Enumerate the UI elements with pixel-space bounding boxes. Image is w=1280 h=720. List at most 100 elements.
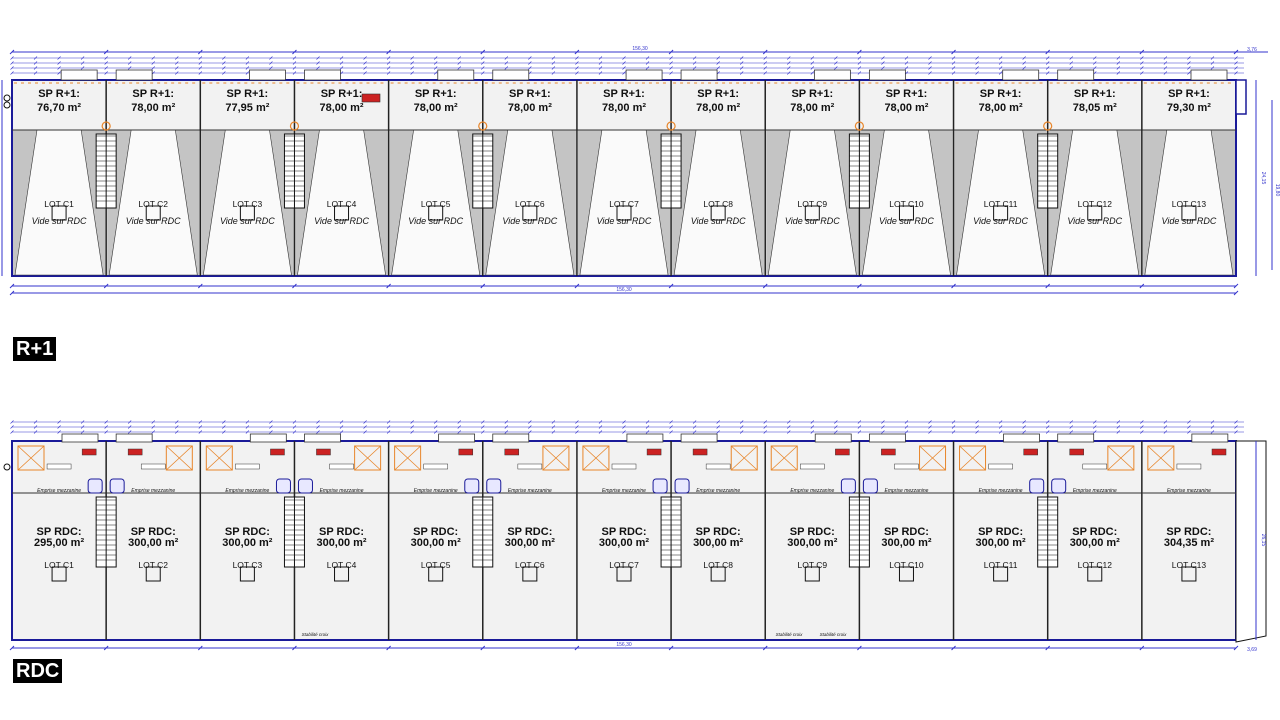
dimension-tick [104,56,108,60]
dimension-tick [1045,430,1050,434]
dimension-tick [386,425,391,429]
electric-panel [1023,448,1038,456]
column-marker [804,205,820,221]
dimension-tick [1045,56,1050,60]
dimension-tick [787,56,791,60]
dimension-tick [1045,425,1050,429]
sp-label: SP RDC: [884,526,929,538]
dimension-tick [481,61,485,65]
sink-unit [1176,463,1202,470]
dimension-tick [692,66,697,70]
dimension-tick [151,56,155,60]
dimension-tick [598,420,603,424]
dimension-tick [57,71,61,75]
dimension-tick [928,425,932,429]
dimension-tick [481,425,485,429]
void-label: Vide sur RDC [1067,216,1122,226]
dimension-tick [151,420,155,424]
dimension-tick [998,71,1003,75]
dimension-tick [998,61,1003,65]
sink-unit [894,463,919,470]
void-label: Vide sur RDC [126,216,181,226]
dimension-tick [457,61,461,65]
area-label: 300,00 m² [693,537,743,549]
loading-bay-marker [205,445,233,471]
mezzanine-label: Emprise mezzanine [508,488,552,494]
sp-label: SP R+1: [38,88,80,100]
dimension-tick [857,56,862,60]
lot-label: LOT C4 [327,560,357,570]
area-label: 76,70 m² [37,102,81,114]
dimension-tick [1069,66,1073,70]
dimension-tick [1163,430,1168,434]
dimension-tick [645,56,650,60]
mezzanine-label: Emprise mezzanine [1073,488,1117,494]
electric-panel [81,448,97,456]
lot-label: LOT C5 [421,560,451,570]
void-label: Vide sur RDC [408,216,463,226]
dimension-tick [33,420,38,424]
dimension-tick [763,61,767,65]
mezzanine-label: Emprise mezzanine [602,488,646,494]
dimension-tick [1022,425,1026,429]
balcony-box [304,69,341,81]
balcony-box [1190,69,1228,81]
dimension-tick [175,56,179,60]
dimension-tick [339,425,344,429]
loading-bay-marker [919,445,947,471]
dimension-tick [575,71,579,75]
dimension-tick [504,66,509,70]
dimension-tick [998,425,1003,429]
dimension-tick [975,71,979,75]
dimension-tick [245,420,250,424]
dimension-tick [975,425,979,429]
dimension-tick [504,61,509,65]
dimension-tick [197,645,203,651]
dimension-tick [386,430,391,434]
sp-label: SP R+1: [227,88,269,100]
dimension-tick [551,66,556,70]
column-marker [51,205,67,221]
lot-label: LOT C5 [421,199,451,209]
dimension-tick [857,645,862,651]
dimension-tick [998,56,1003,60]
dimension-tick [504,425,509,429]
sp-label: SP RDC: [413,526,458,538]
bracing-label: Stabilité croix [820,632,848,637]
sink-unit [705,463,731,470]
dimension-tick [622,430,626,434]
dimension-tick [975,56,979,60]
dimension-tick [1210,420,1215,424]
dimension-tick [1187,425,1191,429]
dimension-tick [1140,56,1144,60]
dimension-tick [1139,49,1145,55]
column-marker [51,566,67,582]
dimension-tick [104,420,108,424]
area-label: 78,00 m² [131,102,175,114]
dimension-tick [1116,420,1121,424]
dimension-tick [669,61,673,65]
dimension-tick [1022,430,1026,434]
dimension-tick [80,425,85,429]
dimension-tick [904,61,909,65]
dimension-tick [975,430,979,434]
sp-label: SP RDC: [1166,526,1211,538]
dimension-tick [33,66,38,70]
dimension-tick [763,66,767,70]
dimension-tick [1022,420,1026,424]
loading-bay-marker [1107,445,1135,471]
lot-label: LOT C11 [984,560,1018,570]
area-label: 78,00 m² [602,102,646,114]
entrance-canopy [680,433,718,443]
dimension-tick [645,430,650,434]
area-label: 300,00 m² [411,537,461,549]
dimension-tick [834,425,838,429]
electric-panel [646,448,662,456]
dimension-tick [598,66,603,70]
dimension-tick [739,430,744,434]
loading-bay-marker [394,445,422,471]
dimension-tick [222,430,226,434]
dimension-tick [127,430,132,434]
column-marker [145,205,161,221]
dimension-tick [1022,56,1026,60]
